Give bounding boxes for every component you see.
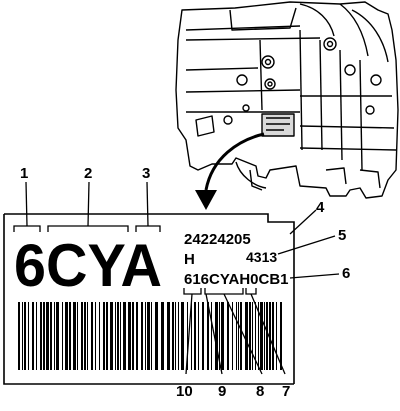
- barcode-bar: [191, 302, 192, 370]
- callout-3: 3: [142, 165, 150, 182]
- barcode-bar: [155, 302, 158, 370]
- barcode-bar: [240, 302, 242, 370]
- barcode-bar: [54, 302, 55, 370]
- barcode-bar: [22, 302, 23, 370]
- callout-10: 10: [176, 383, 193, 400]
- label-serial: 4313: [246, 249, 277, 265]
- barcode-bar: [161, 302, 164, 370]
- barcode-bar: [56, 302, 59, 370]
- barcode-bar: [81, 302, 83, 370]
- barcode-bar: [151, 302, 152, 370]
- barcode-bar: [227, 302, 229, 370]
- barcode-bar: [106, 302, 108, 370]
- barcode-bar: [258, 302, 259, 370]
- barcode-bar: [172, 302, 174, 370]
- barcode-bar: [69, 302, 71, 370]
- barcode-bar: [252, 302, 253, 370]
- callout-1: 1: [20, 165, 28, 182]
- barcode-bar: [238, 302, 239, 370]
- barcode-bar: [115, 302, 116, 370]
- barcode-bar: [266, 302, 268, 370]
- barcode-bar: [87, 302, 88, 370]
- barcode-bar: [43, 302, 45, 370]
- barcode-bar: [128, 302, 131, 370]
- barcode-bar: [73, 302, 76, 370]
- barcode-bar: [117, 302, 119, 370]
- barcode-bar: [178, 302, 179, 370]
- barcode-bar: [175, 302, 176, 370]
- callout-numbers: 1 2 3 4 5 6 7 8 9 10: [20, 165, 350, 400]
- barcode-bar: [181, 302, 184, 370]
- id-label: 6CYA 24224205 H 4313 616CYAH0CB1: [3, 213, 295, 385]
- barcode-bar: [236, 302, 237, 370]
- barcode-bar: [123, 302, 126, 370]
- barcode-bar: [202, 302, 204, 370]
- barcode-bar: [40, 302, 42, 370]
- barcode-bar: [245, 302, 248, 370]
- barcode-bar: [28, 302, 29, 370]
- barcode-bar: [145, 302, 146, 370]
- transmission-illustration: [175, 1, 399, 199]
- callout-8: 8: [256, 383, 264, 400]
- barcode-bar: [132, 302, 134, 370]
- barcode-bar: [32, 302, 34, 370]
- callout-7: 7: [282, 383, 290, 400]
- label-big-code: 6CYA: [14, 232, 162, 299]
- barcode-bar: [141, 302, 143, 370]
- barcode-bar: [110, 302, 113, 370]
- callout-5: 5: [338, 227, 346, 244]
- barcode-bar: [167, 302, 170, 370]
- barcode-bar: [194, 302, 196, 370]
- barcode-bar: [198, 302, 199, 370]
- barcode-bar: [269, 302, 271, 370]
- callout-6: 6: [342, 265, 350, 282]
- barcode-bar: [18, 302, 20, 370]
- barcode-bar: [136, 302, 138, 370]
- barcode-bar: [264, 302, 265, 370]
- barcode-bar: [272, 302, 274, 370]
- barcode-bar: [255, 302, 256, 370]
- callout-4: 4: [316, 199, 325, 216]
- pointer-arrow: [195, 132, 265, 210]
- barcode-bar: [232, 302, 233, 370]
- callout-2: 2: [84, 165, 92, 182]
- barcode-bar: [84, 302, 86, 370]
- barcode-bar: [280, 302, 282, 370]
- callout-leaders: [13, 181, 340, 375]
- callout-9: 9: [218, 383, 226, 400]
- barcode-bar: [187, 302, 188, 370]
- barcode-bar: [46, 302, 49, 370]
- barcode-bar: [65, 302, 68, 370]
- barcode-bar: [24, 302, 26, 370]
- barcode-bar: [91, 302, 93, 370]
- barcode-bar: [207, 302, 209, 370]
- barcode-bar: [50, 302, 52, 370]
- barcode-bar: [77, 302, 78, 370]
- label-part-number: 24224205: [184, 231, 251, 248]
- barcode-bar: [221, 302, 224, 370]
- barcode-bar: [260, 302, 263, 370]
- barcode-bar: [95, 302, 96, 370]
- barcode-bar: [219, 302, 220, 370]
- label-full-code: 616CYAH0CB1: [184, 271, 289, 288]
- barcode: [18, 302, 282, 370]
- label-letter: H: [184, 251, 195, 268]
- barcode-bar: [211, 302, 212, 370]
- barcode-bar: [36, 302, 37, 370]
- barcode-bar: [103, 302, 105, 370]
- barcode-bar: [120, 302, 121, 370]
- barcode-bar: [249, 302, 251, 370]
- barcode-bar: [215, 302, 218, 370]
- barcode-bar: [147, 302, 150, 370]
- barcode-bar: [99, 302, 100, 370]
- barcode-bar: [62, 302, 63, 370]
- barcode-bar: [276, 302, 277, 370]
